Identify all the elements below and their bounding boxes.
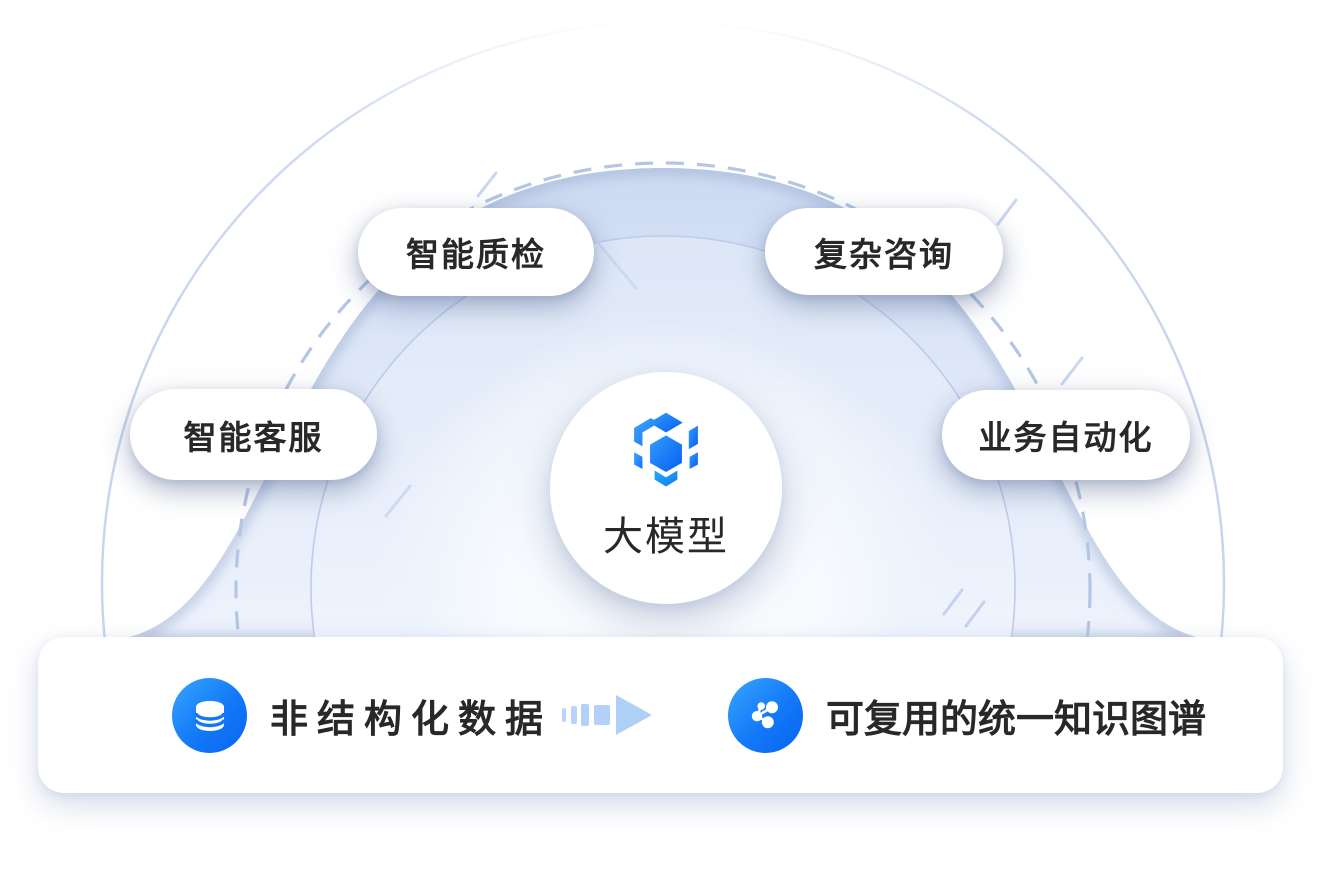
database-icon [172, 677, 247, 753]
accent-slashes [384, 171, 1084, 628]
target-group: 可复用的统一知识图谱 [728, 637, 1206, 793]
knowledge-graph-icon [728, 677, 803, 753]
flow-arrow-icon [562, 695, 652, 735]
center-hub-label: 大模型 [603, 515, 729, 559]
source-group: 非结构化数据 [172, 637, 552, 793]
capability-label: 智能客服 [183, 418, 324, 456]
cube-logo-icon [634, 412, 698, 487]
capability-pill-service: 智能客服 [130, 389, 377, 480]
target-label: 可复用的统一知识图谱 [826, 698, 1207, 741]
bottom-flow-bar: 非结构化数据 [38, 637, 1283, 793]
capability-label: 业务自动化 [978, 419, 1154, 456]
outer-arc [100, 20, 1226, 641]
capability-pill-consult: 复杂咨询 [765, 208, 1003, 295]
capability-pill-automation: 业务自动化 [942, 390, 1190, 480]
dashed-arc [234, 161, 1092, 641]
capability-label: 智能质检 [406, 236, 546, 273]
capability-pill-quality: 智能质检 [358, 208, 594, 296]
source-label: 非结构化数据 [270, 698, 553, 741]
center-hub: 大模型 [550, 372, 782, 604]
capability-label: 复杂咨询 [814, 235, 954, 273]
